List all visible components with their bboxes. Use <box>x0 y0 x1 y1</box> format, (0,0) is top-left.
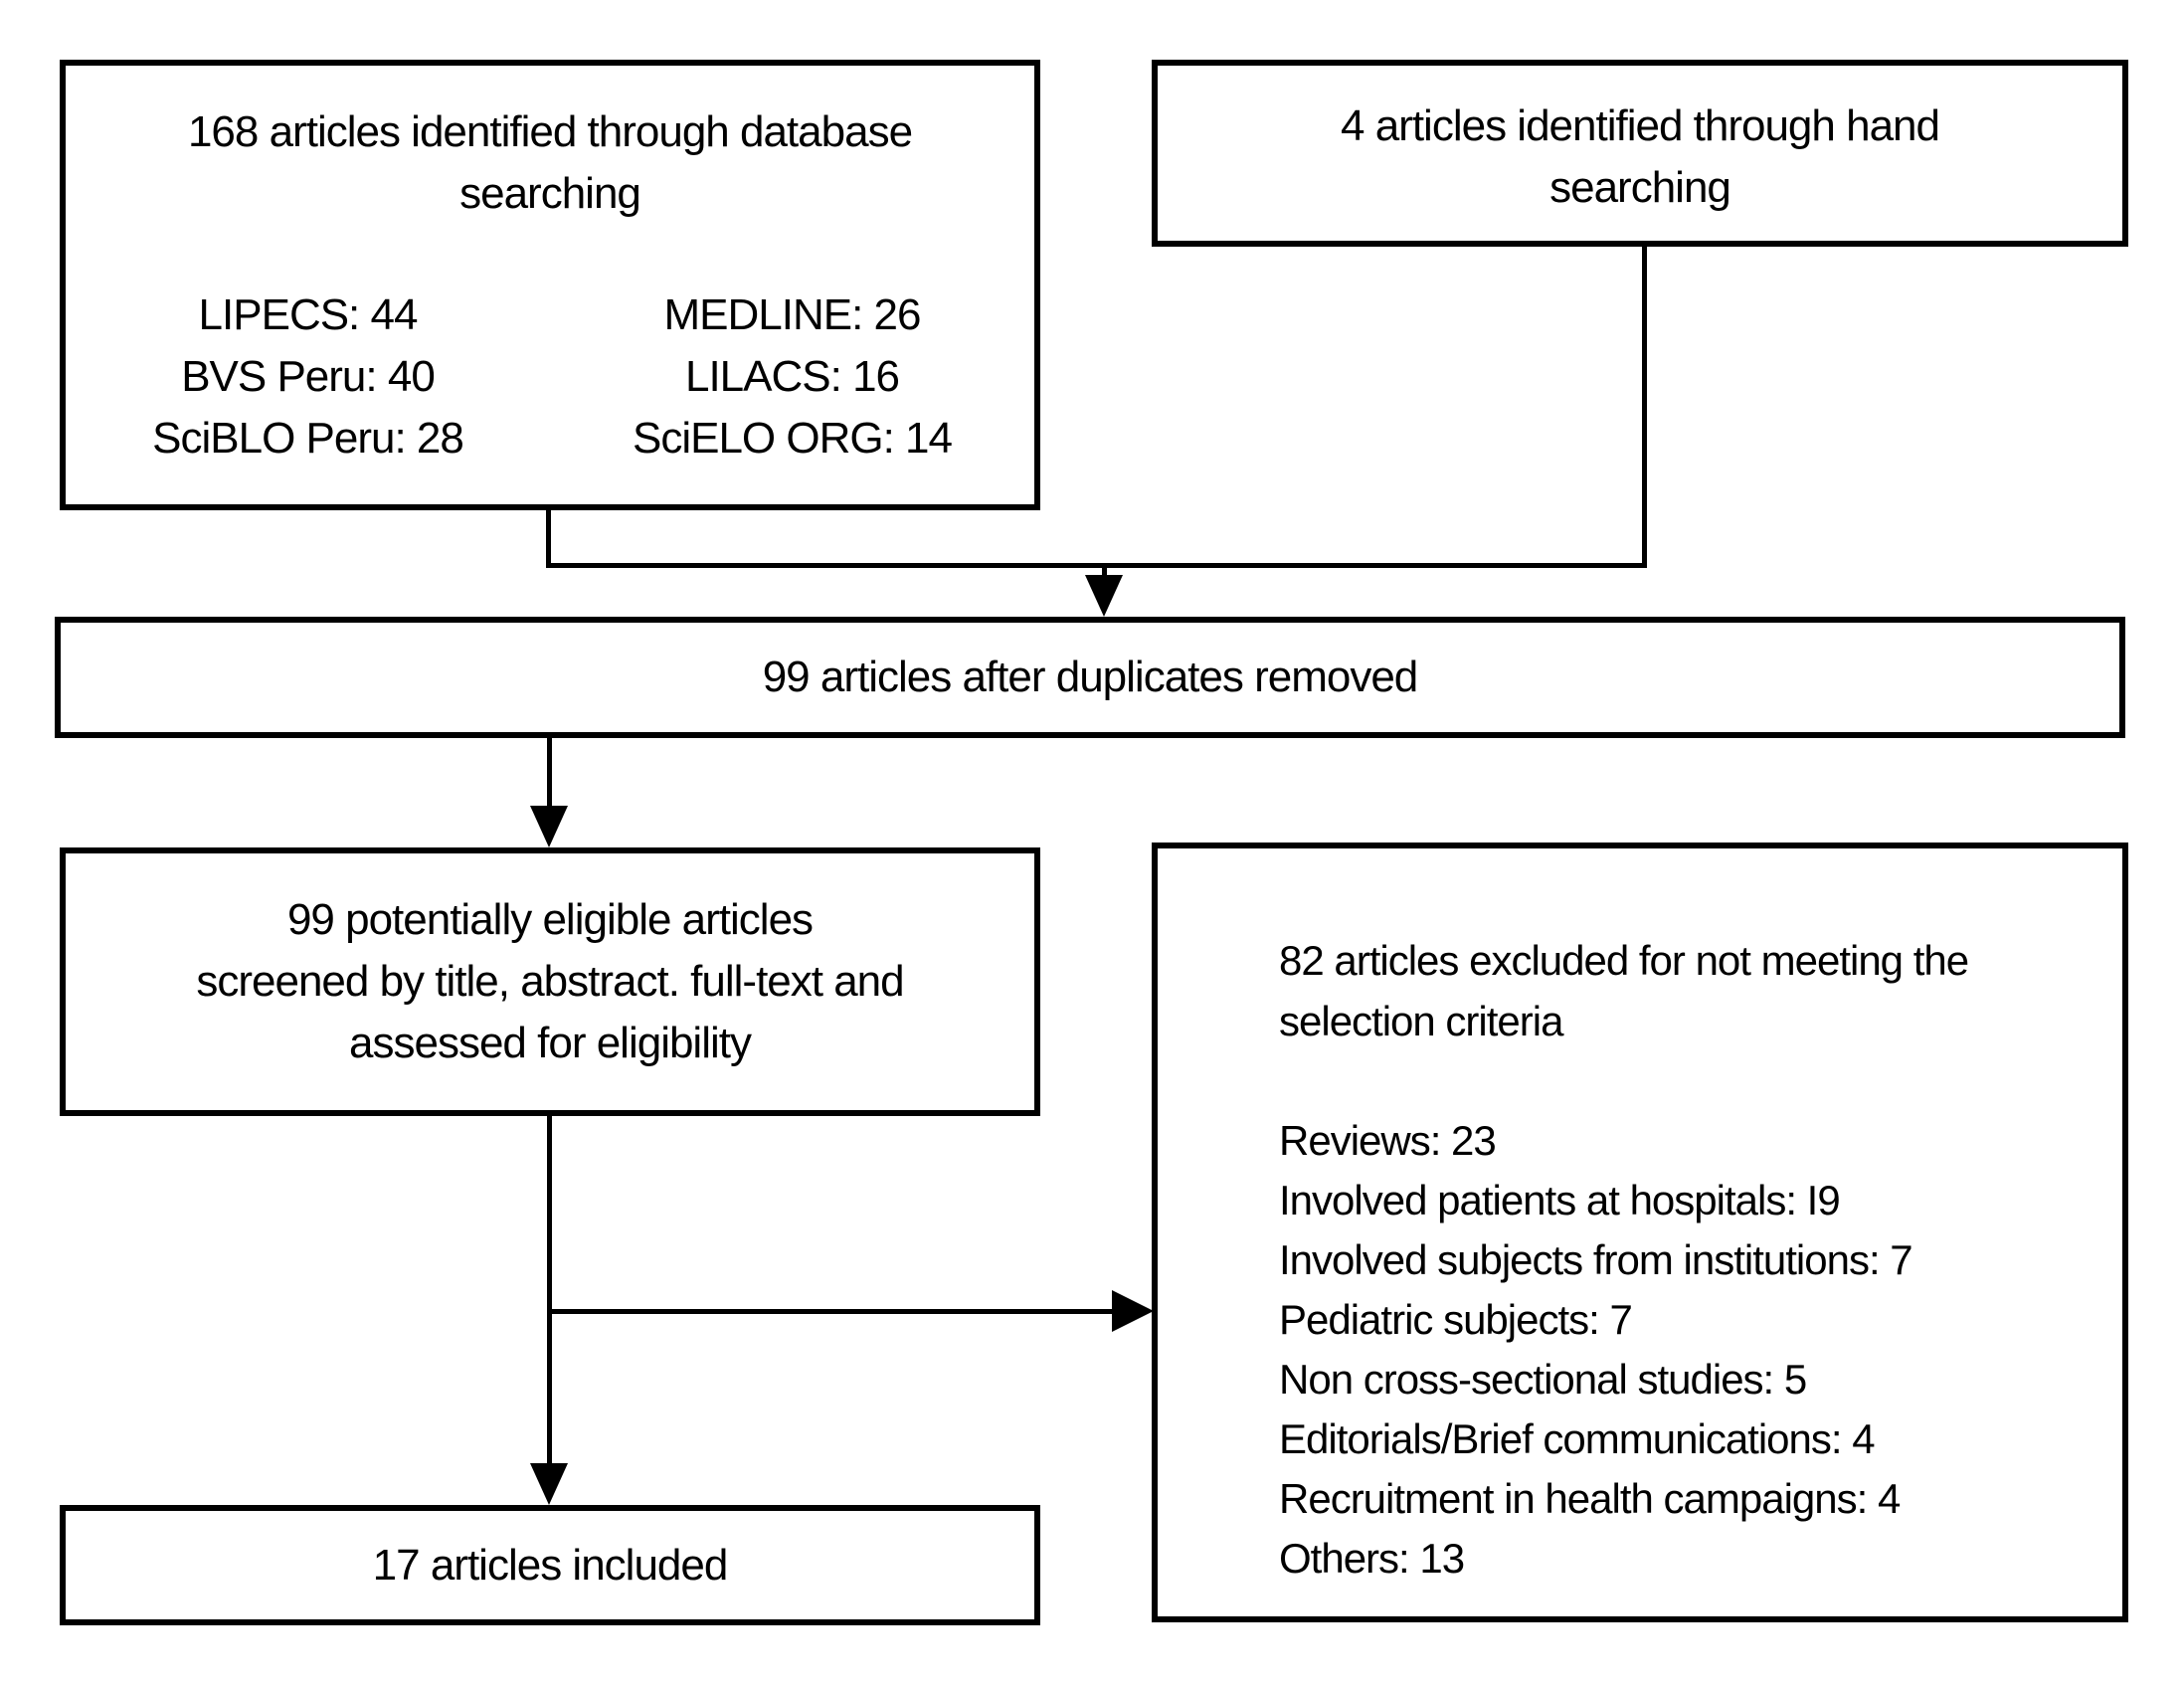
count-lipecs: LIPECS: 44 <box>198 290 419 339</box>
box-duplicates-removed: 99 articles after duplicates removed <box>55 617 2125 738</box>
connector-screened-to-included <box>547 1116 552 1465</box>
database-counts: LIPECS: 44 BVS Peru: 40 SciBLO Peru: 28 … <box>66 284 1034 469</box>
connector-merge-horizontal <box>546 563 1647 568</box>
excluded-heading-line2: selection criteria <box>1279 998 1563 1044</box>
reason-pediatric: Pediatric subjects: 7 <box>1279 1296 1633 1343</box>
connector-duplicates-to-screened <box>547 738 552 808</box>
database-counts-right: MEDLINE: 26 LILACS: 16 SciELO ORG: 14 <box>550 284 1034 469</box>
connector-database-down-stub <box>546 510 551 568</box>
box-screened-eligibility: 99 potentially eligible articles screene… <box>60 847 1040 1116</box>
excluded-reasons-list: Reviews: 23 Involved patients at hospita… <box>1279 1111 1913 1589</box>
count-bvs-peru: BVS Peru: 40 <box>181 352 436 401</box>
reason-editorials: Editorials/Brief communications: 4 <box>1279 1415 1876 1462</box>
box-database-search: 168 articles identified through database… <box>60 60 1040 510</box>
arrowhead-into-duplicates-icon <box>1085 575 1123 617</box>
reason-subjects-institutions: Involved subjects from institutions: 7 <box>1279 1236 1913 1283</box>
box-hand-search: 4 articles identified through hand searc… <box>1152 60 2128 247</box>
reason-recruitment: Recruitment in health campaigns: 4 <box>1279 1475 1901 1522</box>
count-lilacs: LILACS: 16 <box>684 352 900 401</box>
reason-others: Others: 13 <box>1279 1535 1465 1582</box>
connector-screened-to-excluded <box>547 1309 1114 1314</box>
connector-hand-down-stub <box>1642 247 1647 568</box>
reason-non-cross-sectional: Non cross-sectional studies: 5 <box>1279 1356 1807 1403</box>
hand-heading-line2: searching <box>1549 163 1731 212</box>
screened-line3: assessed for eligibility <box>349 1019 752 1067</box>
duplicates-label: 99 articles after duplicates removed <box>762 653 1419 701</box>
count-scielo-org: SciELO ORG: 14 <box>632 414 953 463</box>
reason-reviews: Reviews: 23 <box>1279 1117 1497 1164</box>
included-label: 17 articles included <box>372 1540 729 1590</box>
screened-line2: screened by title, abstract. full-text a… <box>196 957 904 1006</box>
reason-patients-hospitals: Involved patients at hospitals: I9 <box>1279 1177 1841 1223</box>
connector-to-duplicates <box>1102 563 1107 579</box>
hand-heading-line1: 4 articles identified through hand <box>1341 101 1940 150</box>
box-excluded-articles: 82 articles excluded for not meeting the… <box>1152 843 2128 1622</box>
count-medline: MEDLINE: 26 <box>663 290 922 339</box>
database-heading-line2: searching <box>459 169 641 218</box>
arrowhead-into-included-icon <box>530 1463 568 1505</box>
database-counts-left: LIPECS: 44 BVS Peru: 40 SciBLO Peru: 28 <box>66 284 550 469</box>
arrowhead-into-screened-icon <box>530 806 568 847</box>
arrowhead-into-excluded-icon <box>1112 1290 1154 1332</box>
excluded-heading-line1: 82 articles excluded for not meeting the <box>1279 937 1969 984</box>
screened-line1: 99 potentially eligible articles <box>286 895 814 944</box>
database-heading-line1: 168 articles identified through database <box>187 107 913 156</box>
count-scibl0-peru: SciBLO Peru: 28 <box>152 414 464 463</box>
box-articles-included: 17 articles included <box>60 1505 1040 1625</box>
